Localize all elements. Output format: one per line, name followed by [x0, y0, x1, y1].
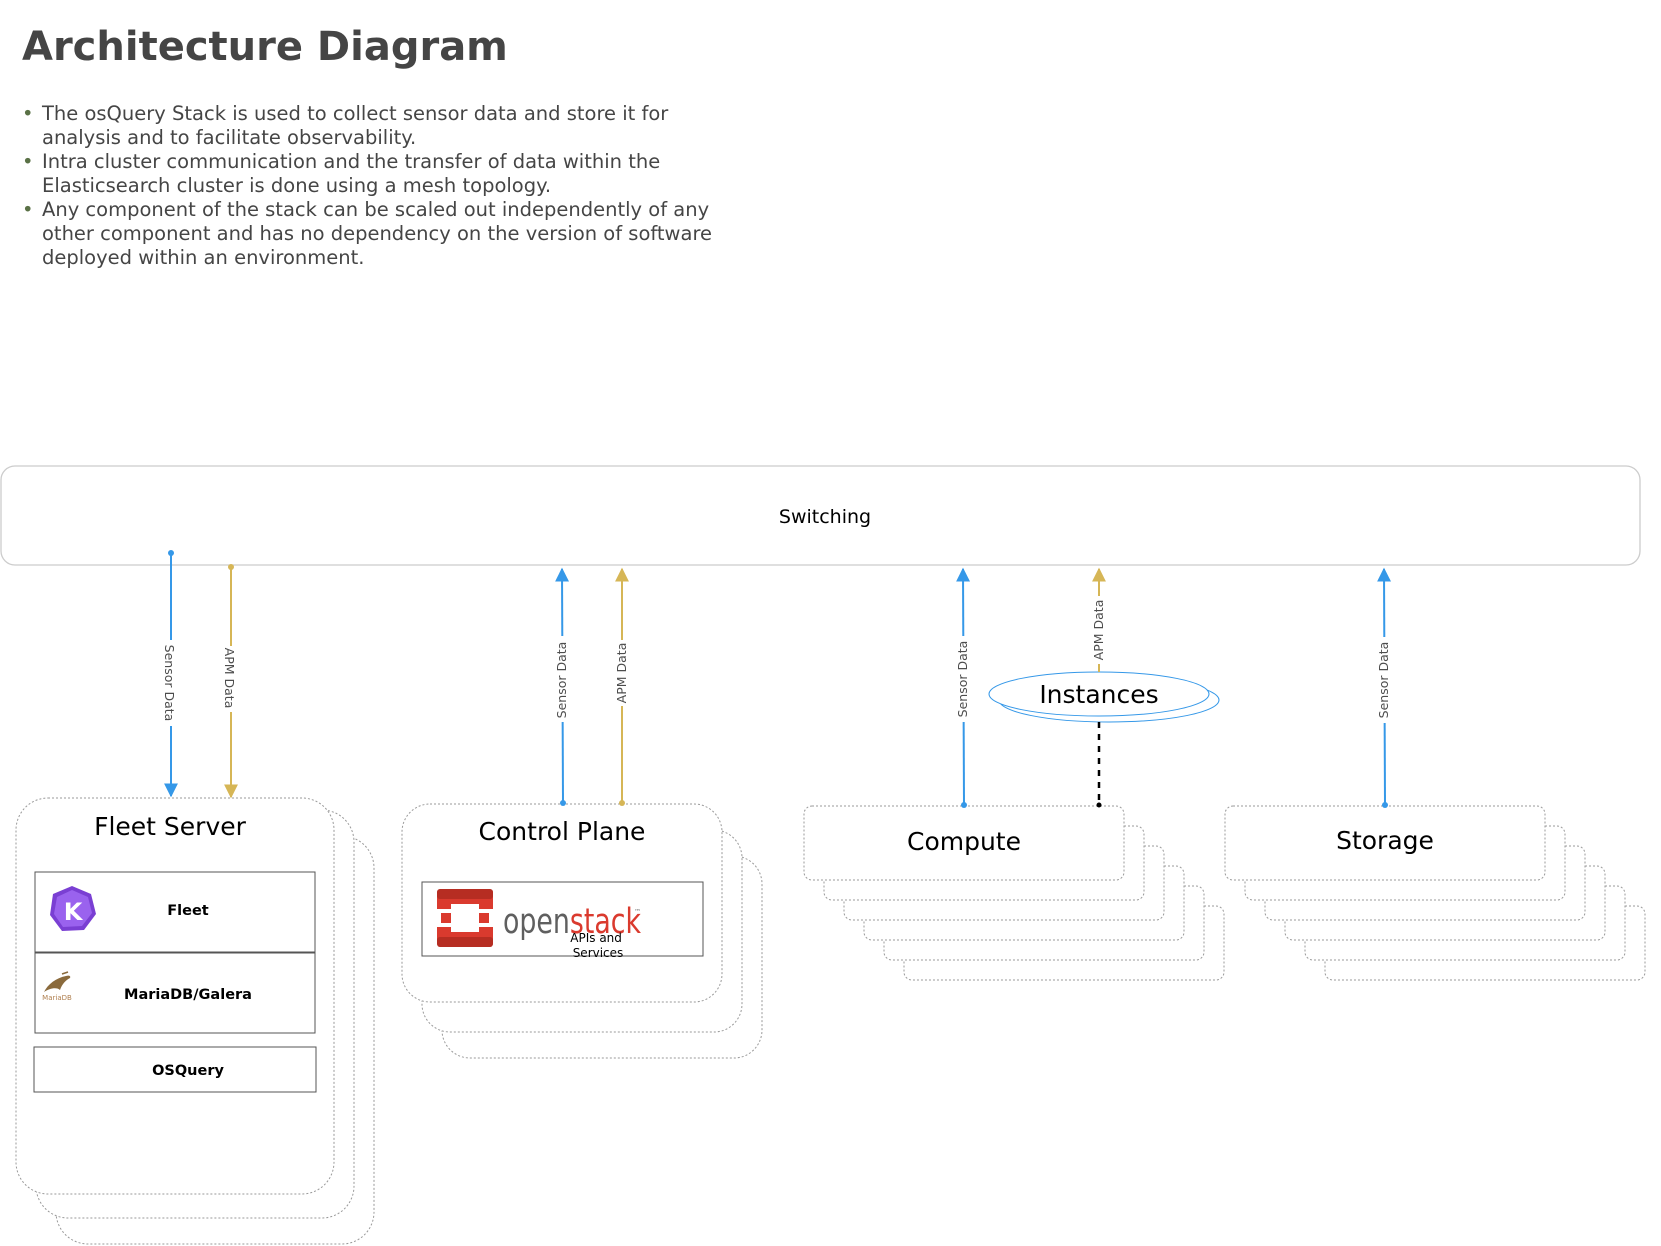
apis-services-label: APIs and Services: [570, 931, 625, 960]
mariadb-component[interactable]: MariaDB MariaDB/Galera: [34, 952, 316, 1034]
bullet-item: The osQuery Stack is used to collect sen…: [22, 102, 742, 150]
svg-text:K: K: [64, 898, 84, 926]
edge-fleet-sensor[interactable]: Sensor Data: [162, 550, 179, 798]
fleet-server-title: Fleet Server: [94, 812, 247, 841]
mariadb-seal-icon: MariaDB: [42, 971, 72, 1002]
storage-stack[interactable]: Storage: [1224, 805, 1646, 981]
edge-label: Sensor Data: [1376, 642, 1391, 719]
instances-node[interactable]: Instances: [988, 671, 1220, 723]
edge-instances-apm[interactable]: APM Data: [1091, 567, 1107, 672]
switching-label: Switching: [779, 506, 871, 528]
compute-stack[interactable]: Compute: [803, 805, 1225, 981]
openstack-component[interactable]: openstack ™ APIs and Services: [421, 881, 704, 960]
svg-text:MariaDB: MariaDB: [42, 994, 72, 1002]
fleet-label: Fleet: [167, 903, 209, 919]
page-title: Architecture Diagram: [22, 24, 508, 70]
edge-compute-sensor[interactable]: Sensor Data: [955, 567, 971, 808]
edge-label: APM Data: [222, 648, 237, 709]
osquery-component[interactable]: OSQuery: [33, 1046, 317, 1093]
edge-fleet-apm[interactable]: APM Data: [222, 564, 239, 799]
description-list: The osQuery Stack is used to collect sen…: [22, 102, 742, 270]
edge-label: APM Data: [614, 643, 629, 704]
svg-text:openstack: openstack: [503, 902, 642, 942]
fleet-server-stack[interactable]: Fleet Server K Fleet MariaDB MariaDB/Gal…: [15, 797, 375, 1245]
fleet-component[interactable]: K Fleet: [34, 871, 316, 953]
control-plane-stack[interactable]: Control Plane openstack ™ APIs and Servi…: [401, 803, 763, 1059]
storage-title: Storage: [1336, 826, 1434, 855]
mariadb-label: MariaDB/Galera: [124, 987, 252, 1003]
switching-node[interactable]: Switching: [0, 465, 1641, 566]
instances-title: Instances: [1039, 680, 1158, 709]
compute-title: Compute: [907, 827, 1021, 856]
bullet-item: Any component of the stack can be scaled…: [22, 198, 742, 270]
edge-label: Sensor Data: [955, 641, 970, 718]
edge-control-sensor[interactable]: Sensor Data: [554, 567, 570, 806]
edge-storage-sensor[interactable]: Sensor Data: [1376, 567, 1392, 808]
edge-label: APM Data: [1091, 600, 1106, 661]
osquery-label: OSQuery: [152, 1063, 224, 1079]
edge-label: Sensor Data: [162, 645, 177, 722]
control-plane-title: Control Plane: [479, 817, 646, 846]
bullet-item: Intra cluster communication and the tran…: [22, 150, 742, 198]
kubernetes-k-icon: K: [50, 886, 96, 931]
edge-control-apm[interactable]: APM Data: [614, 567, 630, 806]
svg-text:™: ™: [634, 908, 641, 916]
edge-label: Sensor Data: [554, 642, 569, 719]
openstack-logo-icon: [437, 889, 493, 947]
